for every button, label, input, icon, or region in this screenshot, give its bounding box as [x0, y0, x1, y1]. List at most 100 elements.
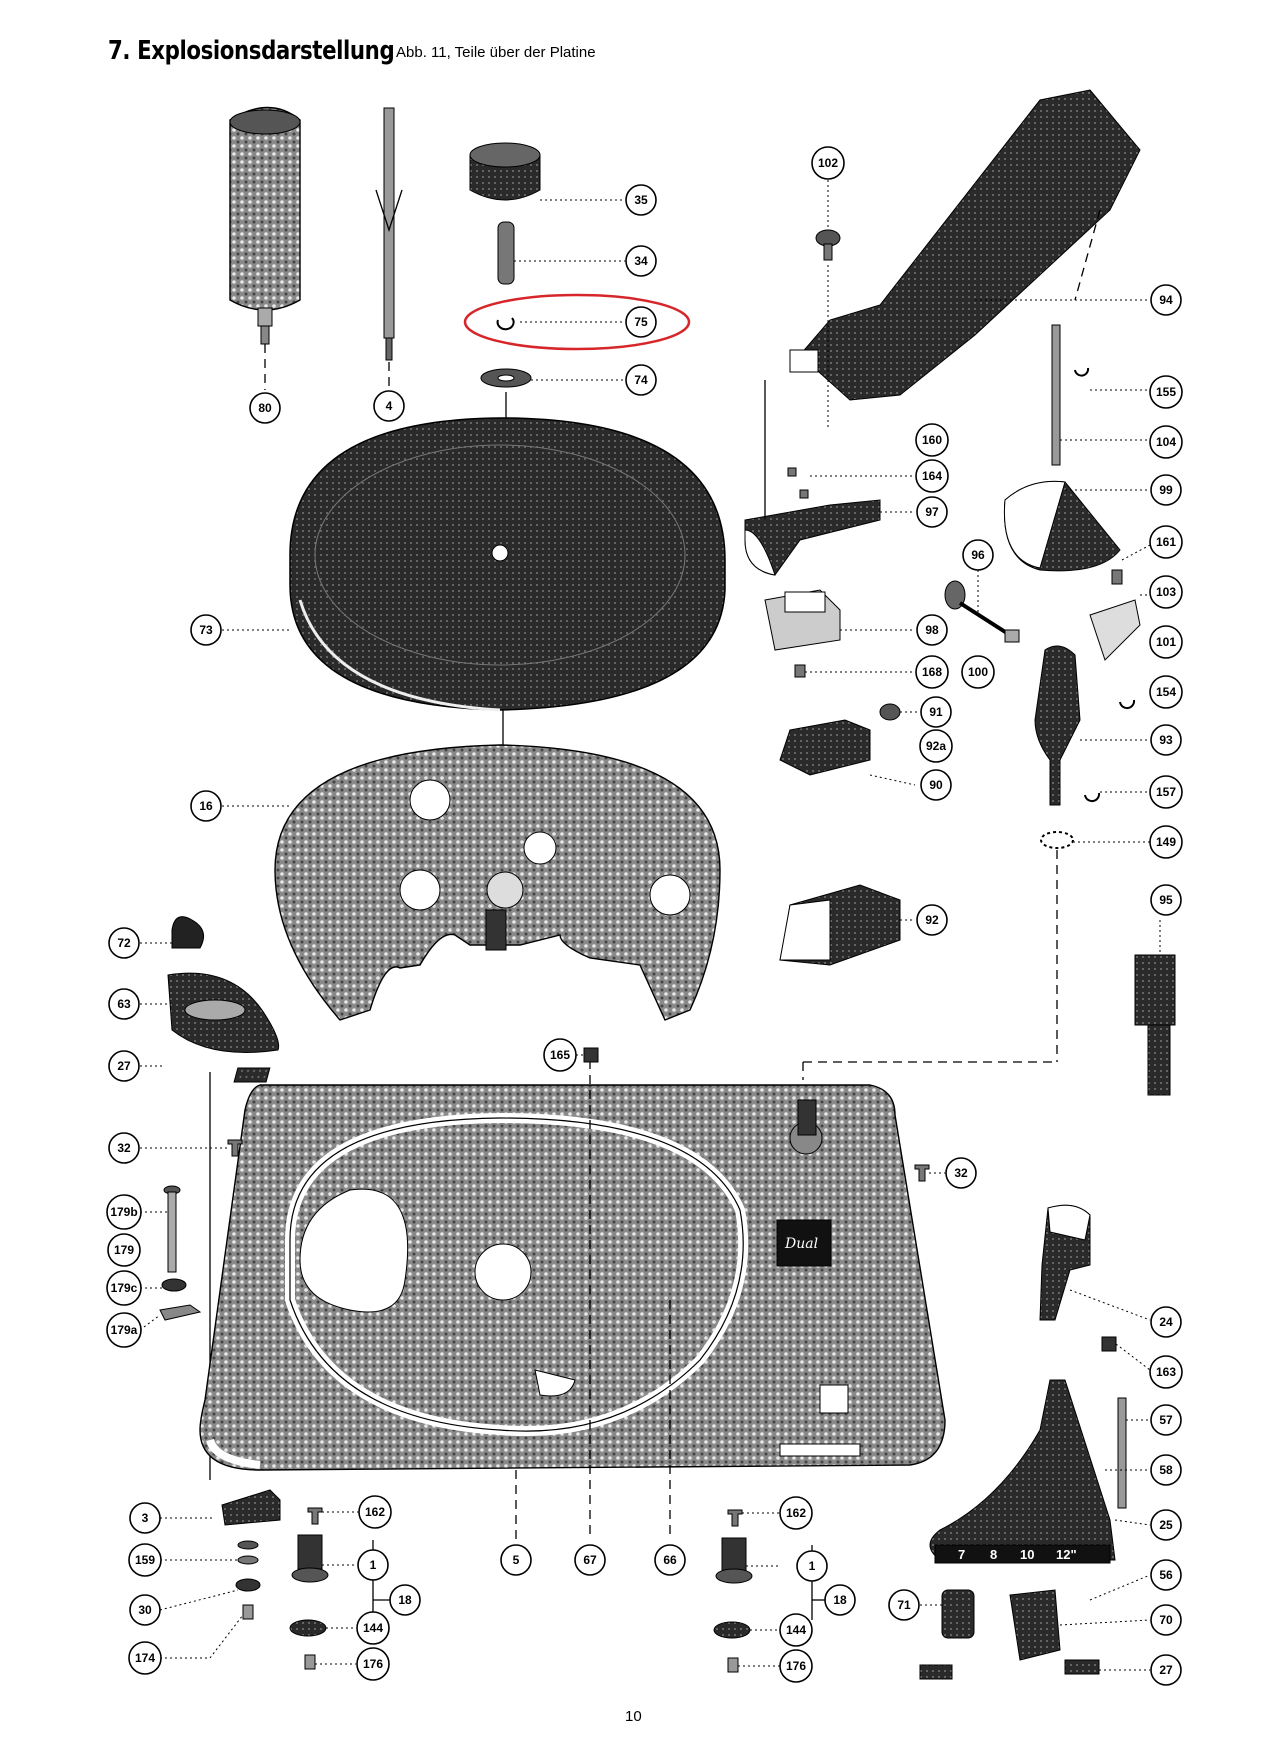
dual-logo: Dual: [784, 1236, 818, 1252]
svg-text:165: 165: [550, 1048, 570, 1062]
svg-text:162: 162: [786, 1506, 806, 1520]
callout-32-left: 32: [108, 1132, 140, 1164]
svg-text:72: 72: [117, 936, 131, 950]
scale-8: 8: [990, 1547, 997, 1562]
part-96-100-pin: [944, 570, 1020, 643]
callout-99: 99: [1150, 474, 1182, 506]
part-179-bolt-set: [139, 1185, 202, 1331]
callout-157: 157: [1149, 775, 1183, 809]
part-154-157-clips: [1084, 699, 1150, 803]
svg-text:92: 92: [925, 913, 939, 927]
part-3-bracket: [160, 1489, 281, 1526]
callout-179a: 179a: [106, 1312, 142, 1348]
svg-text:56: 56: [1159, 1568, 1173, 1582]
svg-text:157: 157: [1156, 785, 1176, 799]
svg-text:57: 57: [1159, 1413, 1173, 1427]
scale-7: 7: [958, 1547, 965, 1562]
callout-179b: 179b: [106, 1194, 142, 1230]
callout-1-right: 1: [796, 1550, 828, 1582]
svg-text:100: 100: [968, 665, 988, 679]
svg-text:161: 161: [1156, 535, 1176, 549]
part-16-plate: [222, 744, 721, 1021]
callout-103: 103: [1149, 575, 1183, 609]
callout-168: 168: [915, 655, 949, 689]
callout-94: 94: [1150, 284, 1182, 316]
svg-text:93: 93: [1159, 733, 1173, 747]
callouts: 80 4 35 34 75 74 102 94 155 104 160 164 …: [106, 146, 1183, 1686]
svg-text:80: 80: [258, 401, 272, 415]
svg-text:71: 71: [897, 1598, 911, 1612]
svg-text:32: 32: [117, 1141, 131, 1155]
part-74-washer: [480, 368, 625, 388]
callout-1-left: 1: [357, 1549, 389, 1581]
figure-caption: Abb. 11, Teile über der Platine: [396, 44, 596, 61]
callout-144-right: 144: [779, 1613, 813, 1647]
svg-text:75: 75: [634, 315, 648, 329]
part-163-block: [1101, 1336, 1151, 1371]
svg-text:67: 67: [583, 1553, 597, 1567]
part-32-screws: [140, 1139, 945, 1182]
page-header: 7. Explosionsdarstellung Abb. 11, Teile …: [108, 36, 596, 66]
callout-57: 57: [1150, 1404, 1182, 1436]
svg-text:73: 73: [199, 623, 213, 637]
part-75-clip: [496, 317, 625, 331]
svg-text:98: 98: [925, 623, 939, 637]
callout-18-right: 18: [824, 1584, 856, 1616]
callout-155: 155: [1149, 375, 1183, 409]
callout-179c: 179c: [106, 1270, 142, 1306]
svg-text:27: 27: [117, 1059, 131, 1073]
svg-text:70: 70: [1159, 1613, 1173, 1627]
part-80-capacitor: [229, 106, 301, 390]
svg-text:25: 25: [1159, 1518, 1173, 1532]
callout-163: 163: [1149, 1355, 1183, 1389]
svg-text:4: 4: [386, 399, 393, 413]
callout-71: 71: [888, 1589, 920, 1621]
callout-70: 70: [1150, 1604, 1182, 1636]
callout-160: 160: [915, 423, 949, 457]
svg-text:103: 103: [1156, 585, 1176, 599]
highlight-part-75: [463, 293, 691, 351]
svg-text:94: 94: [1159, 293, 1173, 307]
svg-text:179b: 179b: [110, 1205, 137, 1219]
part-right-suspension: [713, 1509, 825, 1673]
scale-12: 12": [1056, 1547, 1077, 1562]
callout-72: 72: [108, 927, 140, 959]
svg-text:104: 104: [1156, 435, 1176, 449]
part-92-cartridge: [779, 884, 915, 966]
callout-161: 161: [1149, 525, 1183, 559]
callout-30: 30: [129, 1594, 161, 1626]
svg-text:144: 144: [786, 1623, 806, 1637]
callout-63: 63: [108, 988, 140, 1020]
callout-32-right: 32: [945, 1157, 977, 1189]
callout-144-left: 144: [356, 1611, 390, 1645]
callout-24: 24: [1150, 1306, 1182, 1338]
part-97-headshell: [744, 467, 915, 576]
part-98-bracket: [764, 380, 915, 651]
part-24-armrest: [1039, 1204, 1151, 1321]
callout-73: 73: [190, 614, 222, 646]
part-93-pivot: [1034, 599, 1150, 806]
part-159-30-174: [159, 1540, 261, 1659]
part-155-clip: [1074, 367, 1150, 391]
callout-35: 35: [625, 184, 657, 216]
callout-176-right: 176: [779, 1649, 813, 1683]
callout-5: 5: [500, 1544, 532, 1576]
callout-176-left: 176: [356, 1647, 390, 1681]
callout-4: 4: [373, 390, 405, 422]
svg-text:32: 32: [954, 1166, 968, 1180]
callout-159: 159: [128, 1543, 162, 1577]
scale-10: 10: [1020, 1547, 1034, 1562]
callout-27-top: 27: [108, 1050, 140, 1082]
part-104-shaft: [1051, 324, 1150, 466]
part-149-ring: [802, 831, 1150, 1080]
svg-text:63: 63: [117, 997, 131, 1011]
callout-96: 96: [962, 539, 994, 571]
callout-67: 67: [574, 1544, 606, 1576]
part-4-spindle: [375, 107, 403, 390]
callout-80: 80: [249, 392, 281, 424]
callout-100: 100: [961, 655, 995, 689]
part-63-escutcheon: [140, 972, 280, 1053]
svg-text:3: 3: [142, 1511, 149, 1525]
callout-25: 25: [1150, 1509, 1182, 1541]
part-95-lift: [1134, 920, 1176, 1096]
